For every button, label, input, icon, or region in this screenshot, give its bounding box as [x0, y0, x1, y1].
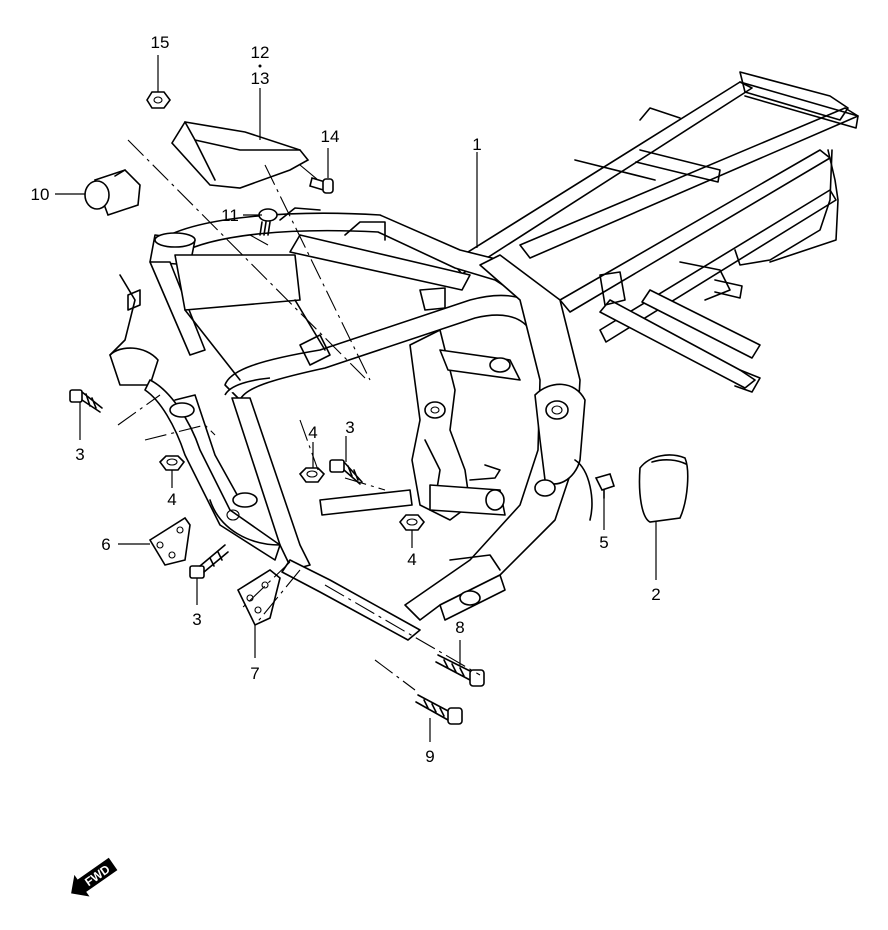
front-engine-lower-loop — [209, 499, 281, 546]
front-engine-mount — [144, 379, 281, 561]
gusset-brace — [184, 309, 241, 381]
part-3-bolt-lower-left — [189, 544, 229, 579]
callout-3-left: 3 — [75, 445, 84, 464]
rear-rail-drop — [734, 149, 833, 266]
center-boss-upper-inner — [430, 406, 440, 414]
head-gusset-plate — [174, 254, 301, 311]
part-4-nut-right — [398, 514, 426, 531]
callout-11: 11 — [221, 206, 239, 225]
callout-4-center: 4 — [308, 423, 317, 442]
part-10-cap — [84, 169, 141, 217]
callout-1: 1 — [472, 135, 481, 154]
pivot-plate-edge — [574, 459, 593, 521]
part-8-bolt — [435, 654, 485, 687]
pivot-hole-upper-inner — [551, 405, 563, 415]
side-bracket-right — [599, 271, 626, 306]
part-4-nut-left — [158, 455, 186, 471]
lower-crossbar — [224, 377, 271, 396]
part-7-bracket — [236, 569, 281, 627]
callout-14: 14 — [321, 127, 340, 146]
leader-12-13-dot — [258, 64, 262, 68]
fwd-arrow-icon — [71, 857, 118, 897]
rear-tail-bracket — [769, 149, 839, 263]
part-6-bracket — [148, 516, 191, 566]
callout-3-center: 3 — [345, 418, 354, 437]
callout-8: 8 — [455, 618, 464, 637]
part-4-nut-center — [298, 467, 326, 483]
callout-15: 15 — [151, 33, 170, 52]
part-3-bolt-upper-left — [69, 389, 103, 413]
rear-lower-tab — [734, 369, 761, 393]
callout-9: 9 — [425, 747, 434, 766]
front-boss-upper — [169, 402, 195, 418]
rear-cross-3 — [574, 159, 656, 181]
lower-engine-crosstube — [429, 484, 506, 516]
front-mount-hole — [226, 509, 240, 521]
mid-crossbar — [319, 489, 413, 516]
lower-cradle-rail — [281, 559, 421, 641]
rear-seat-tabs — [639, 107, 681, 121]
callout-6: 6 — [101, 535, 110, 554]
leader-lines — [55, 55, 657, 742]
head-bracket — [127, 289, 141, 311]
upper-crossbar — [289, 234, 471, 291]
head-stock-cap — [154, 232, 196, 248]
side-bracket-mid — [299, 334, 331, 366]
pivot-hole-upper — [545, 400, 569, 420]
callout-7: 7 — [250, 664, 259, 683]
lower-rear-boss — [459, 590, 481, 606]
rear-cross-1 — [739, 81, 859, 129]
callout-13: 13 — [251, 69, 270, 88]
top-cross-detail — [344, 221, 386, 241]
callout-labels: 1 2 3 3 3 4 4 4 5 6 7 8 9 10 11 12 13 14… — [31, 33, 661, 766]
front-engine-mount-inner — [174, 394, 241, 501]
head-lower-block — [109, 347, 159, 386]
seat-rail-left — [451, 81, 753, 275]
callout-12: 12 — [251, 43, 270, 62]
callout-4-right: 4 — [407, 550, 416, 569]
callout-5: 5 — [599, 533, 608, 552]
part-14-bolt — [309, 176, 334, 194]
rear-strut-left — [599, 299, 756, 389]
part-5-clip — [594, 473, 616, 499]
part-15-nut — [146, 91, 171, 109]
side-bracket-tab — [714, 279, 743, 299]
part-3-bolt-center — [329, 459, 363, 485]
callout-2: 2 — [651, 585, 660, 604]
rear-end-loop — [739, 71, 849, 121]
front-boss-lower — [232, 492, 258, 508]
main-frame — [109, 71, 859, 641]
front-loop-tube — [224, 294, 546, 401]
callout-3-lower: 3 — [192, 610, 201, 629]
rear-engine-bracket — [469, 464, 501, 481]
side-bracket-far — [679, 261, 731, 301]
center-lines — [117, 139, 481, 691]
rear-strut-right — [641, 289, 761, 359]
side-bracket-top — [419, 287, 446, 311]
lower-crosstube-end — [485, 489, 505, 511]
center-boss-upper — [424, 401, 446, 419]
head-gusset — [109, 274, 136, 356]
fwd-arrow-badge: FWD — [71, 857, 118, 897]
rear-cross-2 — [635, 149, 721, 183]
callout-4-left: 4 — [167, 490, 176, 509]
upper-crosstube-end — [489, 357, 511, 373]
pivot-hole-lower — [534, 479, 556, 497]
callout-10: 10 — [31, 185, 50, 204]
part-13-cover — [171, 121, 310, 189]
part-9-bolt — [415, 694, 463, 725]
top-cross-detail-2 — [279, 207, 321, 221]
gusset-brace-2 — [294, 299, 326, 351]
part-2-side-cover — [638, 454, 689, 523]
steering-down-tube — [149, 261, 206, 356]
side-stand-bracket — [449, 554, 501, 571]
